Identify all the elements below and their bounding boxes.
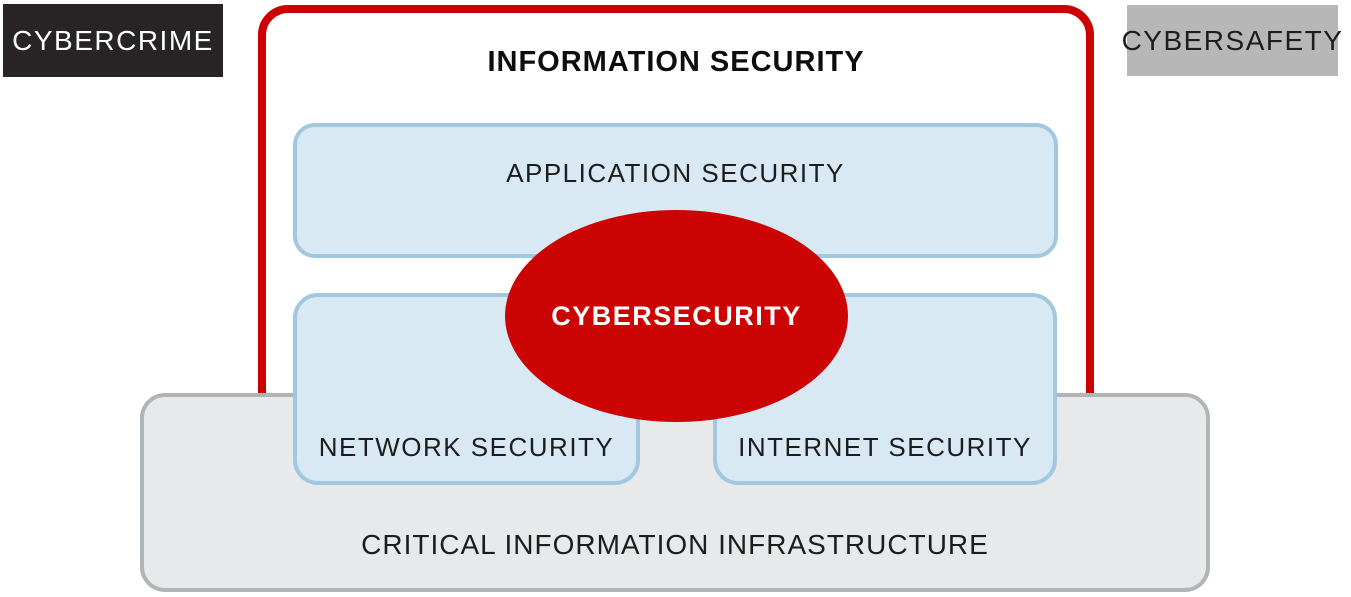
internet-security-label: INTERNET SECURITY xyxy=(738,432,1032,462)
cybersecurity-label: CYBERSECURITY xyxy=(551,300,802,331)
critical-information-infrastructure-label: CRITICAL INFORMATION INFRASTRUCTURE xyxy=(361,529,989,560)
cybercrime-badge: CYBERCRIME xyxy=(3,4,223,77)
application-security-label: APPLICATION SECURITY xyxy=(506,158,845,188)
network-security-label: NETWORK SECURITY xyxy=(318,432,615,462)
cybersecurity-ellipse: CYBERSECURITY xyxy=(505,210,848,422)
cybersafety-badge: CYBERSAFETY xyxy=(1122,5,1342,76)
information-security-title: INFORMATION SECURITY xyxy=(487,46,865,78)
